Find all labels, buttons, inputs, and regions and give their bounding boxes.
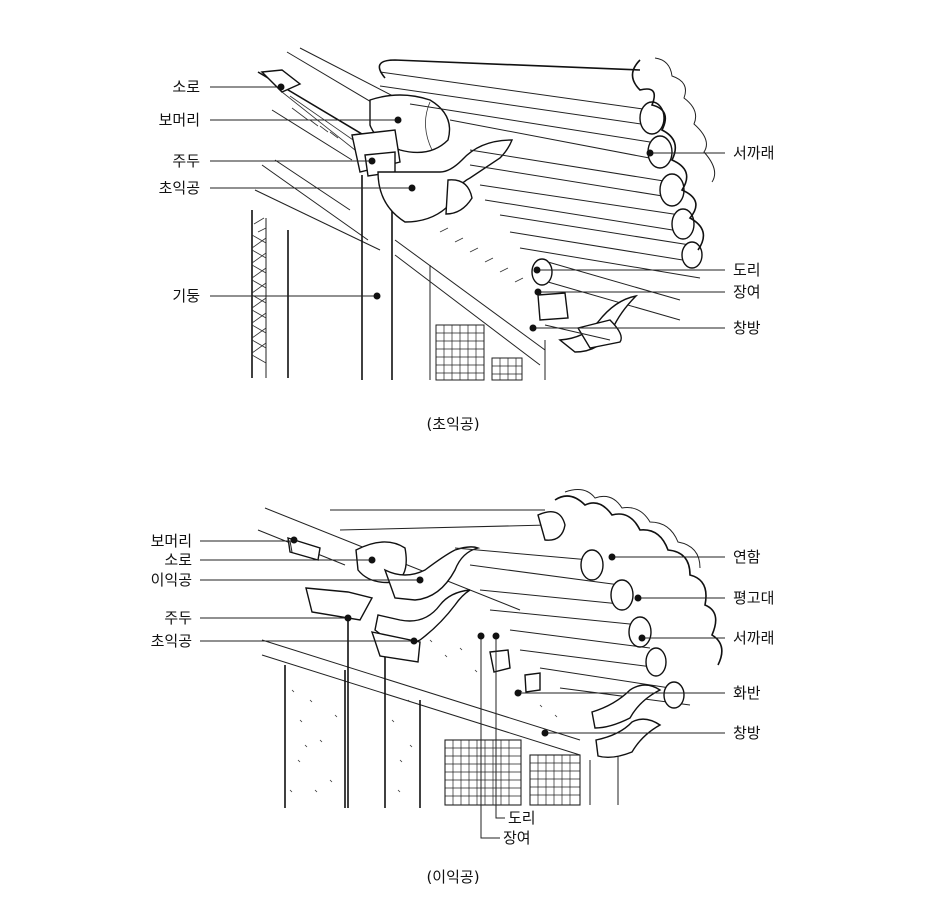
- label-soro-2: 소로: [164, 551, 192, 569]
- label-judu: 주두: [172, 152, 200, 170]
- bottom-leader-lines: [200, 536, 725, 839]
- label-changbang: 창방: [733, 319, 761, 337]
- label-seokkarae-2: 서까래: [733, 629, 775, 647]
- lattice-wall: [251, 210, 289, 378]
- label-dori: 도리: [733, 261, 761, 279]
- label-hwaban: 화반: [733, 684, 761, 702]
- label-soro: 소로: [172, 78, 200, 96]
- choikgong-illustration: [251, 47, 716, 381]
- label-judu-2: 주두: [164, 609, 192, 627]
- label-dori-2: 도리: [508, 809, 536, 827]
- label-iikgong: 이익공: [150, 571, 192, 589]
- label-bomeori-2: 보머리: [150, 532, 192, 550]
- rafters-lower: [454, 547, 691, 709]
- caption-iikgong: (이익공): [426, 868, 480, 886]
- label-changbang-2: 창방: [733, 724, 761, 742]
- rafters: [379, 71, 703, 279]
- label-bomeori: 보머리: [158, 111, 200, 129]
- label-choikgong-2: 초익공: [150, 632, 192, 650]
- label-jangyeo-2: 장여: [503, 829, 531, 847]
- label-yeonham: 연함: [733, 548, 761, 566]
- top-leader-lines: [210, 83, 725, 332]
- label-seokkarae: 서까래: [733, 144, 775, 162]
- caption-choikgong: (초익공): [426, 415, 480, 433]
- label-pyeonggodae: 평고대: [733, 589, 775, 607]
- iikgong-illustration: [257, 489, 723, 808]
- label-gidung: 기둥: [172, 287, 200, 305]
- label-jangyeo: 장여: [733, 283, 761, 301]
- label-choikgong: 초익공: [158, 179, 200, 197]
